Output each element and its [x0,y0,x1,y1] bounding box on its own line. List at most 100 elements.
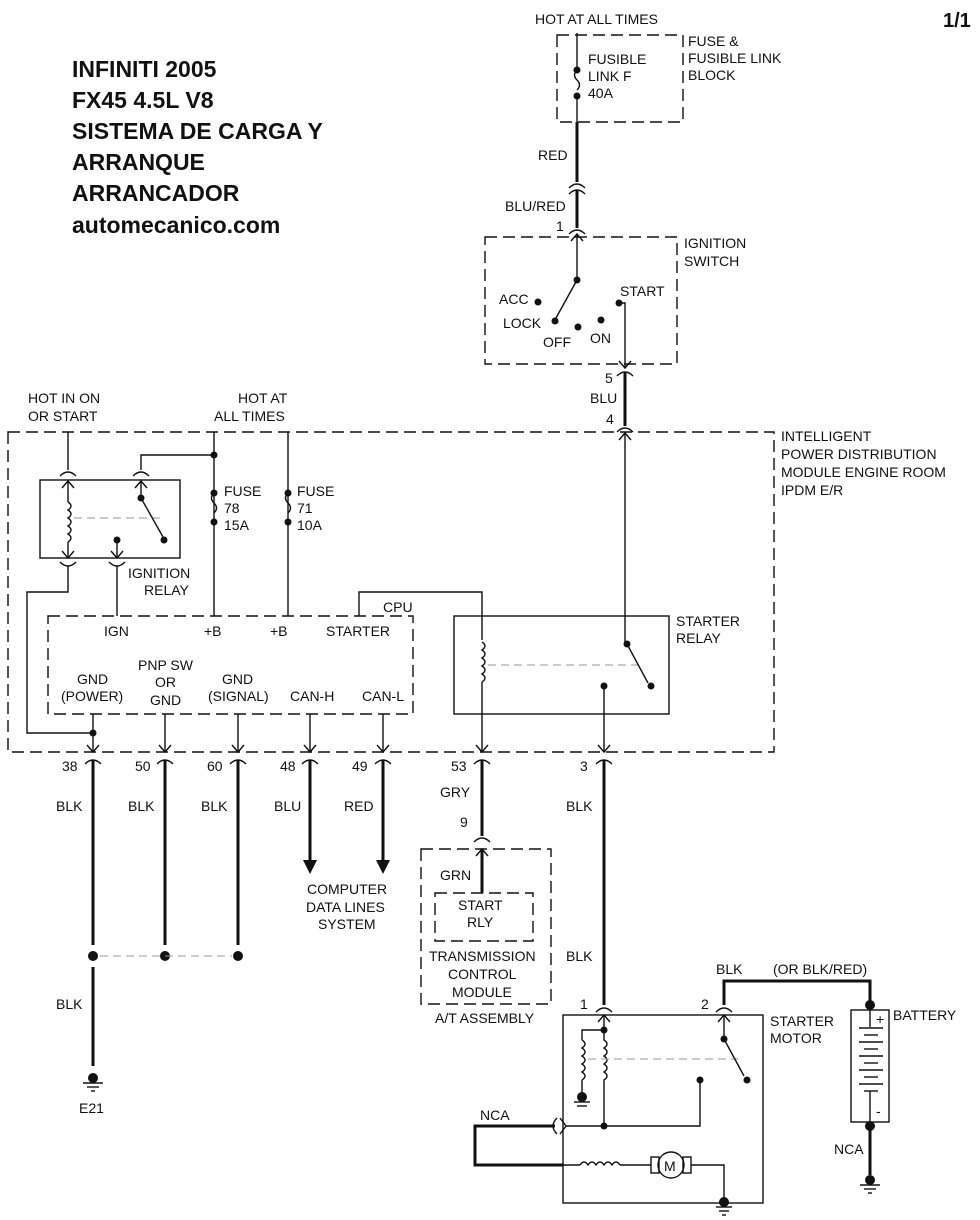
ipdm-boundary [7,431,775,753]
ground-wire-color: BLK [56,996,83,1012]
fusible-link-label-2: LINK F [588,68,632,84]
ignition-relay-name-2: RELAY [144,582,190,598]
fuse-71-number: 71 [297,500,313,516]
start-rly-label-2: RLY [467,914,494,930]
arrow-down-icon [303,860,317,874]
cpu-pin-b1: +B [204,623,222,639]
starter-motor-boundary [562,1014,764,1204]
pin-4-label: 4 [606,411,614,427]
relay-coil-icon [66,501,72,543]
start-rly-label-1: START [458,897,503,913]
wire-pin1-color: BLK [566,948,593,964]
relay-switch [140,497,164,538]
ignition-switch-name-1: IGNITION [684,235,746,251]
wire-60-color: BLK [201,798,228,814]
fuse-block-name-2: FUSIBLE LINK [688,50,782,66]
title-line-4: ARRANQUE [72,149,205,175]
fuse-71-icon [284,492,292,514]
wire-pin2-color: BLK [716,961,743,977]
arrow-down-icon [376,860,390,874]
wire-color-red: RED [538,147,568,163]
ipdm-name-2: POWER DISTRIBUTION [781,446,937,462]
pin-5-label: 5 [605,370,613,386]
cpu-pin-pnp-1: PNP SW [138,657,194,673]
fusible-link-rating: 40A [588,85,614,101]
starter-relay-coil-icon [480,641,486,683]
cpu-pin-gnd-signal-1: GND [222,671,253,687]
cpu-pin-pnp-3: GND [150,692,181,708]
tcm-name-2: CONTROL [448,966,517,982]
cpu-pin-gnd-power-2: (POWER) [61,688,123,704]
fuse-block-boundary [556,34,684,123]
cpu-boundary [47,615,414,715]
motor-icon [657,1151,685,1179]
cpu-pin-pnp-2: OR [155,674,176,690]
ground-e21-icon [83,1073,103,1092]
wire-color-blu: BLU [590,390,617,406]
title-line-5: ARRANCADOR [72,180,240,206]
label-start: START [620,283,665,299]
cpu-pin-b2: +B [270,623,288,639]
starter-contact-switch [723,1038,745,1077]
label-lock: LOCK [503,315,542,331]
pin-60-label: 60 [207,758,223,774]
starter-pin-1-label: 1 [580,996,588,1012]
wire-color-blu-red: BLU/RED [505,198,566,214]
battery-minus-label: - [876,1103,881,1119]
diagram-title: INFINITI 2005 FX45 4.5L V8 SISTEMA DE CA… [72,56,323,238]
label-acc: ACC [499,291,529,307]
title-line-2: FX45 4.5L V8 [72,87,214,113]
fuse-71-label: FUSE [297,483,334,499]
battery-name: BATTERY [893,1007,957,1023]
nca-label: NCA [480,1107,510,1123]
pull-in-coil-icon [580,1039,586,1081]
fuse-71-rating: 10A [297,517,323,533]
starter-motor-name-1: STARTER [770,1013,834,1029]
arrow-left-icon [559,1117,567,1135]
ignition-switch: ACC LOCK OFF ON START IGNITION SWITCH [484,232,746,370]
pin-1-label: 1 [556,218,564,234]
data-lines-label-2: DATA LINES [306,899,385,915]
title-website: automecanico.com [72,212,280,238]
connector-icon [568,229,586,235]
battery: + - BATTERY [850,1000,957,1131]
cpu-pin-gnd-power-1: GND [77,671,108,687]
wire-50-color: BLK [128,798,155,814]
page-indicator: 1/1 [943,10,971,32]
ipdm-module: INTELLIGENT POWER DISTRIBUTION MODULE EN… [7,390,946,754]
label-off: OFF [543,334,571,350]
tcm-boundary [420,848,552,1005]
ignition-switch-name-2: SWITCH [684,253,739,269]
field-coil-icon [579,1161,621,1167]
ignition-relay-name-1: IGNITION [128,565,190,581]
ignition-relay: IGNITION RELAY [39,479,190,598]
fuse-78-rating: 15A [224,517,250,533]
pin-49-label: 49 [352,758,368,774]
cpu-pin-can-h: CAN-H [290,688,334,704]
ipdm-output-pins: 38 50 60 48 49 53 3 BLK BLK BLK BLU RED … [56,758,613,814]
data-lines-label-3: SYSTEM [318,916,376,932]
switch-position-lock [551,317,559,325]
starter-relay-name-2: RELAY [676,630,722,646]
starter-motor-name-2: MOTOR [770,1030,822,1046]
fuse-78-label: FUSE [224,483,261,499]
motor-ground-icon [719,1197,729,1207]
hot-in-on-label-2: OR START [28,408,98,424]
starter-relay: STARTER RELAY [453,431,740,752]
starter-motor: STARTER MOTOR M [552,1013,834,1216]
cpu-label: CPU [383,599,413,615]
motor-symbol: M [664,1158,676,1174]
tcm-name-1: TRANSMISSION [429,948,536,964]
ipdm-name-3: MODULE ENGINE ROOM [781,464,946,480]
switch-position-acc [534,298,542,306]
pin-3-label: 3 [580,758,588,774]
inline-connector-icon [568,183,586,189]
cpu-block: CPU IGN +B +B STARTER GND (POWER) PNP SW… [47,599,414,715]
cpu-pin-can-l: CAN-L [362,688,404,704]
cpu-pin-ign: IGN [104,623,129,639]
title-line-3: SISTEMA DE CARGA Y [72,118,323,144]
starter-pin-2-label: 2 [701,996,709,1012]
label-on: ON [590,330,611,346]
pin-38-label: 38 [62,758,78,774]
